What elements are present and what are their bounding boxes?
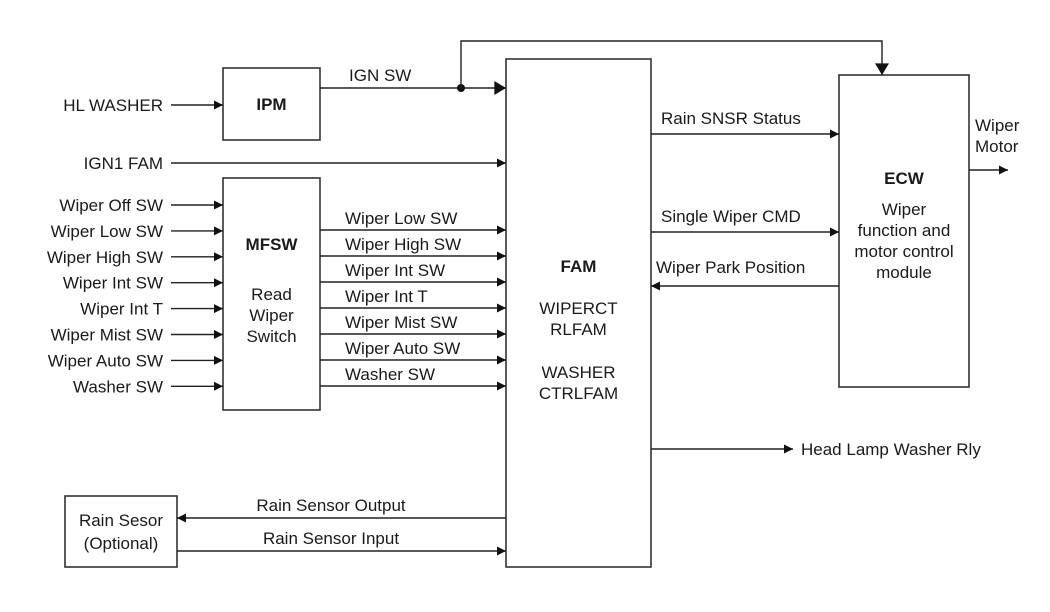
mfsw-outputs: Wiper Low SW Wiper High SW Wiper Int SW Wip… (320, 209, 506, 391)
mfsw-title: MFSW (246, 235, 299, 254)
mfsw-input-label: Wiper Off SW (59, 196, 163, 215)
mfsw-line-2: Wiper (249, 306, 294, 325)
mfsw-output-label: Wiper Int SW (345, 261, 445, 280)
fam-line-2: RLFAM (550, 320, 607, 339)
ign-sw-signal: IGN SW (320, 40, 889, 95)
mfsw-block: MFSW Read Wiper Switch (222, 177, 321, 411)
mfsw-input-label: Washer SW (73, 377, 163, 396)
mfsw-input-label: Wiper Auto SW (48, 351, 163, 370)
ign1-fam-signal: IGN1 FAM (84, 154, 506, 173)
mfsw-output-label: Wiper Auto SW (345, 339, 460, 358)
rain-sensor-block: Rain Sesor (Optional) (64, 495, 178, 568)
hl-washer-signal: HL WASHER (63, 96, 223, 115)
mfsw-output-label: Wiper Int T (345, 287, 428, 306)
head-lamp-washer-signal: Head Lamp Washer Rly (651, 440, 981, 459)
rain-sensor-line-1: Rain Sesor (79, 511, 163, 530)
rain-sensor-input-signal: Rain Sensor Input (177, 529, 506, 556)
mfsw-output-label: Washer SW (345, 365, 435, 384)
ipm-block: IPM (222, 67, 321, 141)
single-wiper-cmd-label: Single Wiper CMD (661, 207, 801, 226)
mfsw-input-label: Wiper Int T (80, 300, 163, 319)
fam-line-1: WIPERCT (539, 299, 617, 318)
ecw-title: ECW (884, 169, 925, 188)
rain-snsr-status-signal: Rain SNSR Status (651, 109, 839, 139)
hl-washer-label: HL WASHER (63, 96, 163, 115)
rain-sensor-line-2: (Optional) (84, 534, 159, 553)
ecw-line-3: motor control (854, 242, 953, 261)
mfsw-input-label: Wiper Mist SW (51, 326, 163, 345)
ipm-title: IPM (256, 95, 286, 114)
wiper-park-position-label: Wiper Park Position (656, 258, 805, 277)
fam-line-4: CTRLFAM (539, 384, 618, 403)
ecw-line-2: function and (858, 221, 951, 240)
ign-sw-label: IGN SW (349, 66, 411, 85)
wiper-motor-label-2: Motor (975, 137, 1019, 156)
mfsw-inputs: Wiper Off SW Wiper Low SW Wiper High SW Wip… (47, 196, 223, 396)
ecw-line-1: Wiper (882, 200, 927, 219)
mfsw-line-1: Read (251, 285, 292, 304)
mfsw-input-label: Wiper Low SW (51, 222, 163, 241)
ecw-block: ECW Wiper function and motor control mod… (838, 74, 970, 388)
wiper-motor-label-1: Wiper (975, 116, 1020, 135)
mfsw-output-label: Wiper Mist SW (345, 313, 457, 332)
mfsw-output-label: Wiper Low SW (345, 209, 457, 228)
rain-sensor-input-label: Rain Sensor Input (263, 529, 399, 548)
fam-title: FAM (561, 257, 597, 276)
mfsw-input-label: Wiper High SW (47, 248, 163, 267)
rain-snsr-status-label: Rain SNSR Status (661, 109, 801, 128)
rain-sensor-output-signal: Rain Sensor Output (177, 496, 506, 523)
ign-sw-branch-arrow (460, 40, 889, 88)
ign1-fam-label: IGN1 FAM (84, 154, 163, 173)
mfsw-input-label: Wiper Int SW (63, 274, 163, 293)
mfsw-output-label: Wiper High SW (345, 235, 461, 254)
mfsw-line-3: Switch (246, 327, 296, 346)
wiper-park-position-signal: Wiper Park Position (651, 258, 839, 291)
fam-block: FAM WIPERCT RLFAM WASHER CTRLFAM (505, 58, 652, 568)
ecw-line-4: module (876, 263, 932, 282)
head-lamp-washer-label: Head Lamp Washer Rly (801, 440, 981, 459)
single-wiper-cmd-signal: Single Wiper CMD (651, 207, 839, 237)
rain-sensor-output-label: Rain Sensor Output (256, 496, 406, 515)
fam-line-3: WASHER (542, 363, 616, 382)
wiper-motor-signal: Wiper Motor (969, 116, 1020, 175)
